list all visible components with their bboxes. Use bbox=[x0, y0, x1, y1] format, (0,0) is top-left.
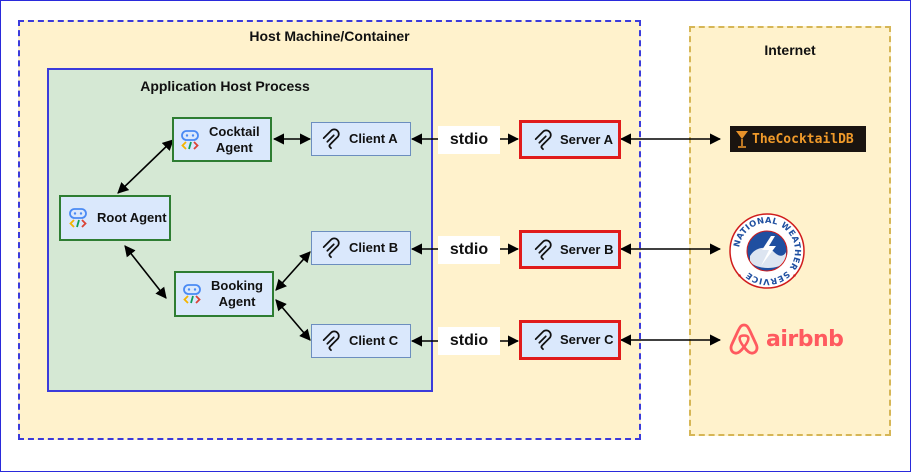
client-b-node[interactable]: Client B bbox=[311, 231, 411, 265]
cocktaildb-logo: TheCocktailDB bbox=[730, 126, 866, 152]
stdio-label-a: stdio bbox=[438, 126, 500, 154]
server-b-node[interactable]: Server B bbox=[519, 230, 621, 269]
client-c-label: Client C bbox=[349, 333, 399, 348]
agent-code-icon bbox=[181, 129, 199, 150]
internet-title: Internet bbox=[764, 42, 816, 58]
mcp-icon bbox=[534, 329, 552, 351]
airbnb-logo: airbnb bbox=[728, 320, 848, 358]
booking-agent-label: Booking Agent bbox=[211, 278, 263, 310]
server-c-node[interactable]: Server C bbox=[519, 320, 621, 360]
stdio-label-b: stdio bbox=[438, 236, 500, 264]
airbnb-wordmark: airbnb bbox=[766, 326, 844, 352]
agent-code-icon bbox=[69, 208, 87, 228]
mcp-icon bbox=[322, 330, 340, 352]
mcp-icon bbox=[322, 237, 340, 259]
cocktail-agent-label: Cocktail Agent bbox=[209, 124, 260, 156]
national-weather-service-logo: NATIONAL WEATHER SERVICE bbox=[729, 213, 805, 289]
mcp-icon bbox=[534, 239, 552, 260]
airbnb-belo-icon bbox=[729, 323, 759, 355]
booking-agent-label-line1: Booking bbox=[211, 278, 263, 293]
server-c-label: Server C bbox=[560, 332, 614, 347]
client-c-node[interactable]: Client C bbox=[311, 324, 411, 358]
client-a-node[interactable]: Client A bbox=[311, 122, 411, 156]
cocktail-glass-icon bbox=[736, 131, 748, 148]
agent-code-icon bbox=[183, 284, 201, 304]
mcp-icon bbox=[534, 129, 552, 150]
edge-root-booking bbox=[124, 245, 167, 299]
application-host-process-title: Application Host Process bbox=[140, 78, 310, 94]
server-b-label: Server B bbox=[560, 241, 614, 257]
edge-booking-clientc bbox=[275, 299, 311, 341]
edge-root-cocktail bbox=[117, 139, 174, 194]
host-machine-title: Host Machine/Container bbox=[249, 28, 410, 44]
root-agent-label: Root Agent bbox=[97, 210, 167, 225]
server-a-node[interactable]: Server A bbox=[519, 120, 621, 159]
client-b-label: Client B bbox=[349, 240, 399, 255]
cocktail-agent-label-line2: Agent bbox=[215, 139, 253, 155]
mcp-icon bbox=[322, 128, 340, 150]
cocktail-agent-label-line1: Cocktail bbox=[209, 123, 260, 139]
stdio-label-c: stdio bbox=[438, 327, 500, 355]
cocktaildb-wordmark: TheCocktailDB bbox=[752, 131, 854, 147]
client-a-label: Client A bbox=[349, 131, 398, 146]
booking-agent-label-line2: Agent bbox=[218, 294, 256, 309]
booking-agent-node[interactable]: Booking Agent bbox=[174, 271, 274, 317]
server-a-label: Server A bbox=[560, 131, 613, 147]
cocktail-agent-node[interactable]: Cocktail Agent bbox=[172, 117, 272, 162]
edge-booking-clientb bbox=[275, 251, 311, 291]
root-agent-node[interactable]: Root Agent bbox=[59, 195, 171, 241]
